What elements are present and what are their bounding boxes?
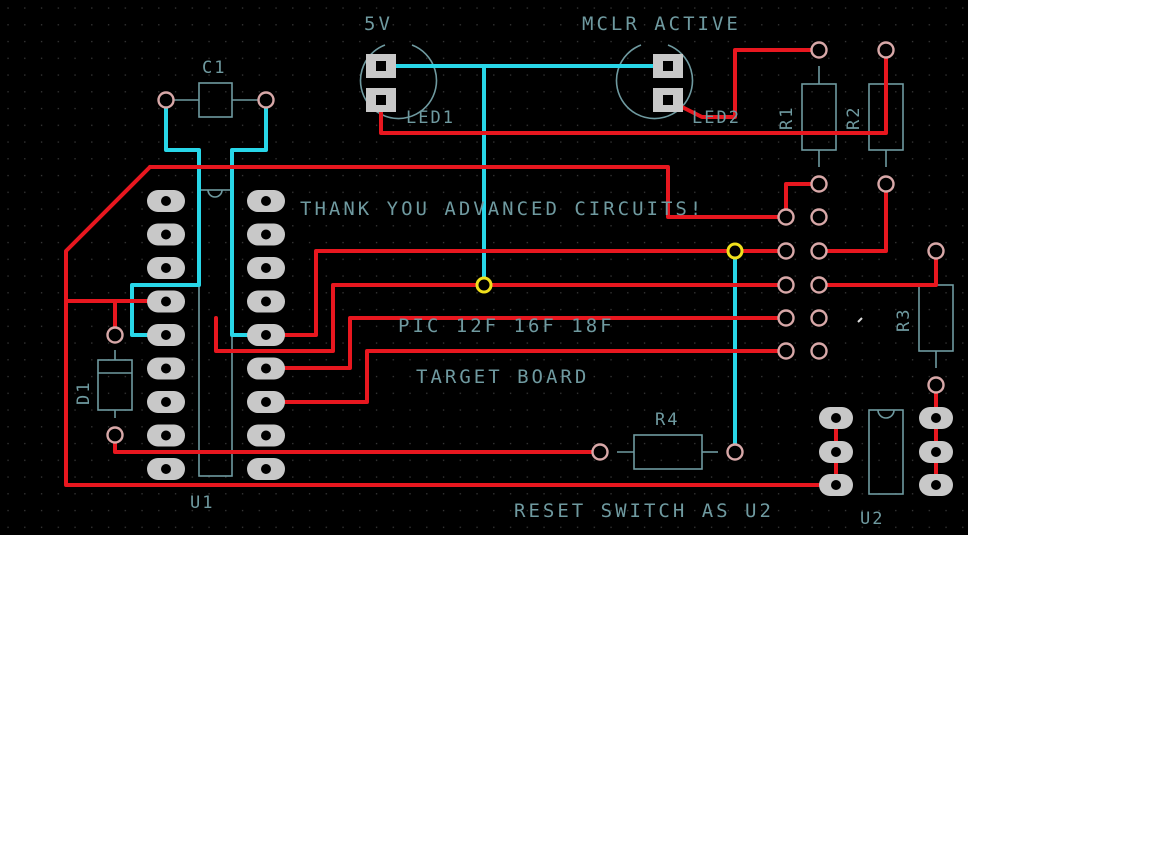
label-reset-switch: RESET SWITCH AS U2 [514,500,774,522]
pad-icon [777,276,795,294]
pad-hole [931,480,941,490]
label-5v: 5V [364,13,393,35]
pad-hole [261,330,271,340]
pad-icon [106,326,124,344]
ref-led2: LED2 [692,108,741,128]
pad-hole [161,397,171,407]
pad-hole [261,196,271,206]
vias [475,242,744,294]
pad-hole [261,296,271,307]
via-icon [475,276,493,294]
ref-r1: R1 [777,106,797,130]
pad-hole [261,430,271,441]
pad-hole [663,95,673,105]
pad-hole [161,296,171,307]
pad-icon [810,208,828,226]
pad-icon [106,426,124,444]
pad-hole [663,61,673,71]
pad-icon [157,91,175,109]
pad-icon [927,242,945,260]
pad-hole [931,413,941,423]
pad-icon [810,41,828,59]
pad-icon [257,91,275,109]
pad-icon [810,175,828,193]
pcb-layout-view: 5V MCLR ACTIVE THANK YOU ADVANCED CIRCUI… [0,0,968,535]
pad-hole [376,61,386,71]
pad-hole [161,229,171,240]
label-thank-you: THANK YOU ADVANCED CIRCUITS! [300,198,704,220]
pad-icon [927,376,945,394]
ref-c1: C1 [202,58,226,78]
pad-icon [777,309,795,327]
pad-icon [777,242,795,260]
pad-icon [777,208,795,226]
silkscreen-text: 5V MCLR ACTIVE THANK YOU ADVANCED CIRCUI… [74,13,914,529]
pads [106,41,953,496]
pad-hole [376,95,386,105]
ref-r2: R2 [844,106,864,130]
top-layer-traces [64,48,938,487]
pad-hole [931,447,941,457]
ref-r3: R3 [894,308,914,332]
pad-icon [877,175,895,193]
pad-icon [877,41,895,59]
ref-led1: LED1 [406,108,455,128]
u2-outline [868,409,904,495]
pad-hole [161,263,171,273]
pad-hole [831,447,841,457]
pad-hole [831,413,841,423]
pad-icon [591,443,609,461]
ref-u1: U1 [190,493,214,513]
pcb-canvas: 5V MCLR ACTIVE THANK YOU ADVANCED CIRCUI… [0,0,968,535]
ref-d1: D1 [74,381,94,405]
label-pic-models: PIC 12F 16F 18F [398,315,615,337]
pad-hole [161,363,171,374]
pad-icon [777,342,795,360]
pad-hole [161,464,171,474]
pad-hole [831,480,841,490]
pad-icon [810,242,828,260]
pad-icon [810,342,828,360]
ref-r4: R4 [655,410,679,430]
pad-hole [261,397,271,407]
ref-u2: U2 [860,509,884,529]
pad-hole [161,196,171,206]
pad-hole [261,263,271,273]
pad-icon [810,309,828,327]
pad-hole [261,363,271,374]
pad-hole [161,330,171,340]
pad-hole [261,229,271,240]
pad-icon [726,443,744,461]
pad-icon [810,276,828,294]
pad-hole [161,430,171,441]
label-mclr-active: MCLR ACTIVE [582,13,741,35]
pad-hole [261,464,271,474]
label-target-board: TARGET BOARD [416,366,589,388]
via-icon [726,242,744,260]
